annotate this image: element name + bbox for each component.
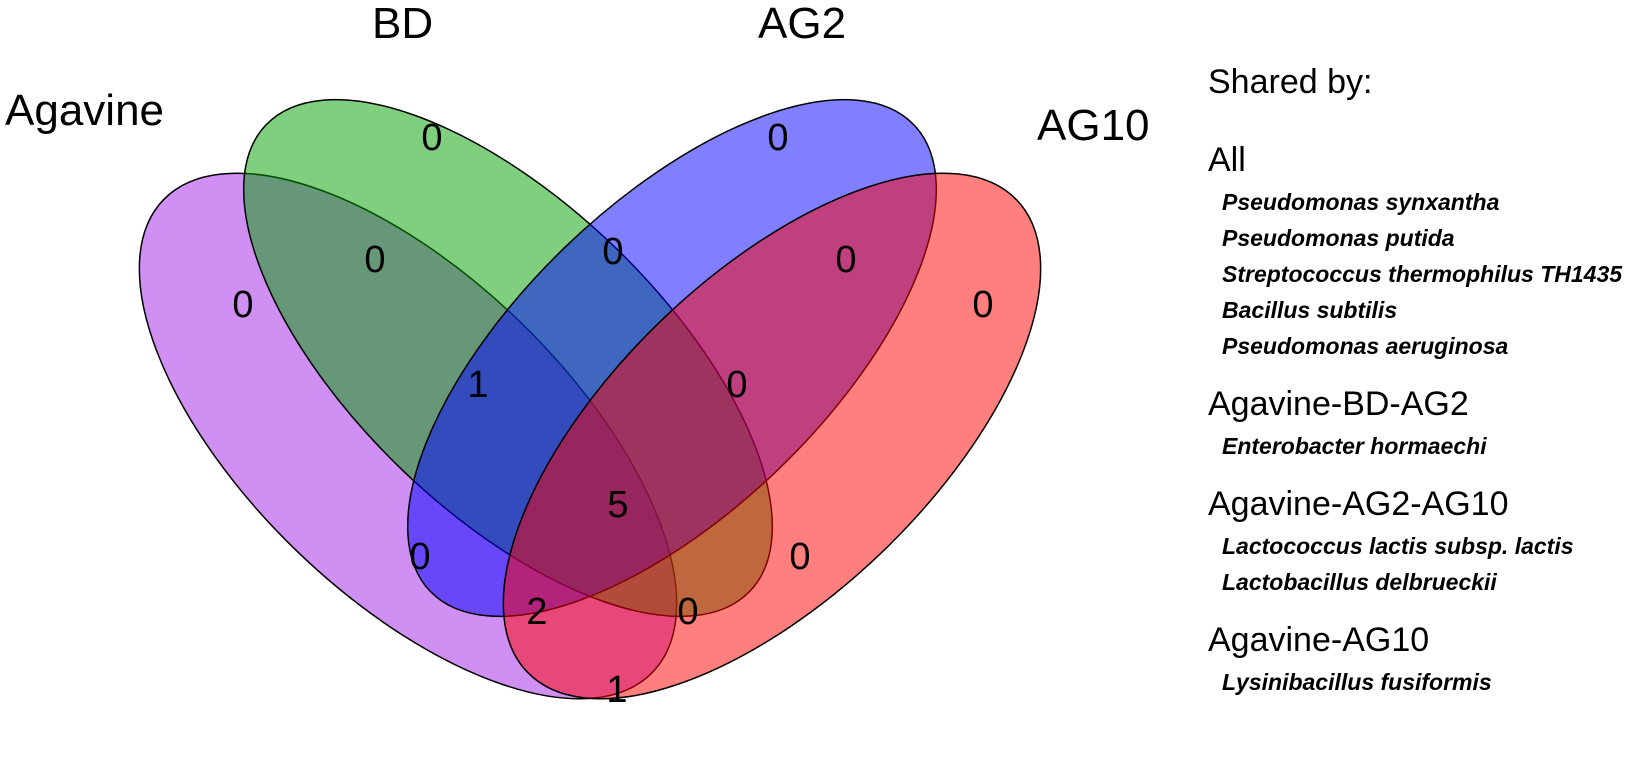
species-item: Bacillus subtilis: [1222, 297, 1398, 323]
set-label-agavine: Agavine: [5, 86, 164, 135]
venn-diagram: Agavine BD AG2 AG10 0 0 0 0 0 0 0 1 0 5 …: [5, 0, 1150, 711]
group-title: Agavine-BD-AG2: [1208, 385, 1469, 423]
species-list: Enterobacter hormaechi: [1208, 428, 1648, 464]
species-item: Pseudomonas synxantha: [1222, 189, 1500, 215]
legend-group-agavine-ag10: Agavine-AG10 Lysinibacillus fusiformis: [1208, 620, 1648, 700]
species-item: Lysinibacillus fusiformis: [1222, 669, 1492, 695]
count-all: 5: [607, 484, 628, 526]
species-item: Pseudomonas putida: [1222, 225, 1455, 251]
species-item: Streptococcus thermophilus TH1435: [1222, 261, 1623, 287]
group-title: All: [1208, 141, 1246, 179]
species-item: Enterobacter hormaechi: [1222, 433, 1487, 459]
set-label-bd: BD: [372, 0, 433, 48]
count-agavine-bd-ag2: 1: [467, 364, 488, 406]
legend-group-agavine-ag2-ag10: Agavine-AG2-AG10 Lactococcus lactis subs…: [1208, 484, 1648, 600]
count-bd-ag2: 0: [602, 231, 623, 273]
species-item: Pseudomonas aeruginosa: [1222, 333, 1509, 359]
count-ag2-ag10: 0: [835, 239, 856, 281]
species-list: Lactococcus lactis subsp. lactis Lactoba…: [1208, 528, 1648, 600]
count-bd-ag10: 0: [789, 536, 810, 578]
count-agavine-ag10: 1: [606, 669, 627, 711]
ellipse-ag10: [502, 172, 1042, 700]
group-title: Agavine-AG10: [1208, 621, 1430, 659]
shared-species-legend: Shared by: All Pseudomonas synxantha Pse…: [1208, 62, 1648, 720]
species-item: Lactobacillus delbrueckii: [1222, 569, 1497, 595]
count-agavine-ag2: 0: [409, 536, 430, 578]
species-list: Lysinibacillus fusiformis: [1208, 664, 1648, 700]
count-bd-only: 0: [421, 117, 442, 159]
group-title: Agavine-AG2-AG10: [1208, 485, 1509, 523]
set-label-ag2: AG2: [758, 0, 846, 48]
species-item: Lactococcus lactis subsp. lactis: [1222, 533, 1574, 559]
count-agavine-bd: 0: [364, 239, 385, 281]
count-agavine-only: 0: [232, 284, 253, 326]
species-list: Pseudomonas synxantha Pseudomonas putida…: [1208, 184, 1648, 364]
legend-title: Shared by:: [1208, 63, 1373, 101]
legend-group-all: All Pseudomonas synxantha Pseudomonas pu…: [1208, 140, 1648, 364]
count-bd-ag2-ag10: 0: [726, 364, 747, 406]
count-agavine-bd-ag10: 0: [677, 591, 698, 633]
count-ag10-only: 0: [972, 284, 993, 326]
set-label-ag10: AG10: [1037, 101, 1150, 150]
count-agavine-ag2-ag10: 2: [526, 591, 547, 633]
legend-group-agavine-bd-ag2: Agavine-BD-AG2 Enterobacter hormaechi: [1208, 384, 1648, 464]
count-ag2-only: 0: [767, 117, 788, 159]
